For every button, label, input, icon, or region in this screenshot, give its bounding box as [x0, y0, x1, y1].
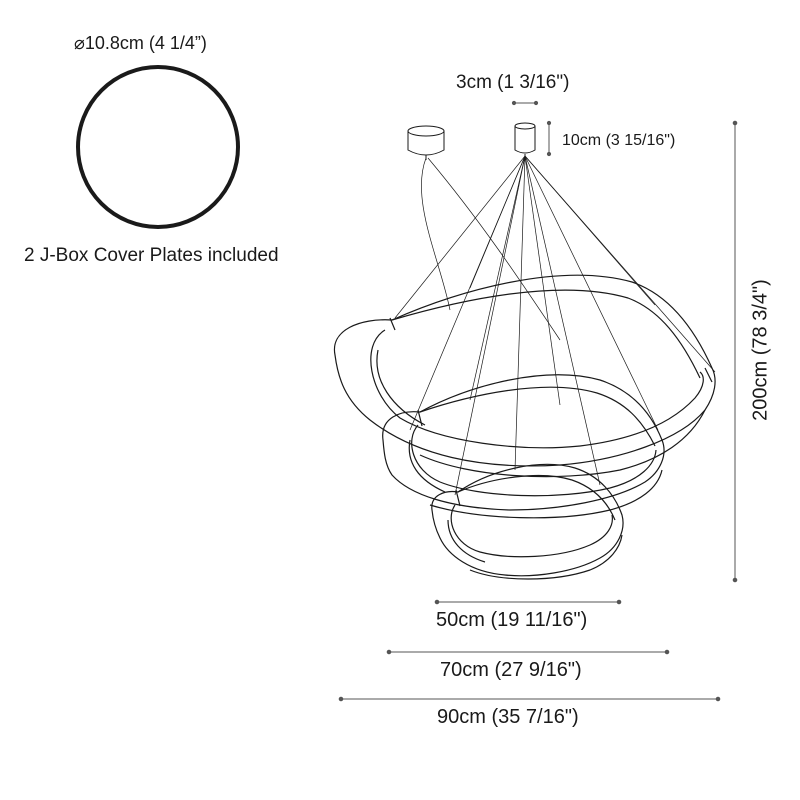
dimension-lines	[338, 100, 738, 702]
medium-ring-width-label: 70cm (27 9/16")	[440, 659, 582, 681]
canopy-left	[407, 125, 445, 160]
large-ring-width-label: 90cm (35 7/16")	[437, 706, 579, 728]
cover-plate-note: 2 J-Box Cover Plates included	[24, 245, 279, 266]
total-height-label: 200cm (78 3/4")	[749, 279, 772, 421]
suspension-wires	[394, 155, 716, 496]
middle-ring	[382, 374, 665, 519]
canopy-right	[514, 122, 536, 160]
large-ring	[333, 274, 716, 478]
small-ring-width-label: 50cm (19 11/16")	[436, 609, 588, 631]
canopy-height-label: 10cm (3 15/16")	[562, 132, 676, 149]
canopy-width-label: 3cm (1 3/16")	[456, 72, 570, 93]
cover-plate-diameter-label: ⌀10.8cm (4 1/4”)	[74, 33, 207, 53]
cover-plate-circle	[76, 65, 240, 229]
small-ring	[431, 463, 624, 580]
